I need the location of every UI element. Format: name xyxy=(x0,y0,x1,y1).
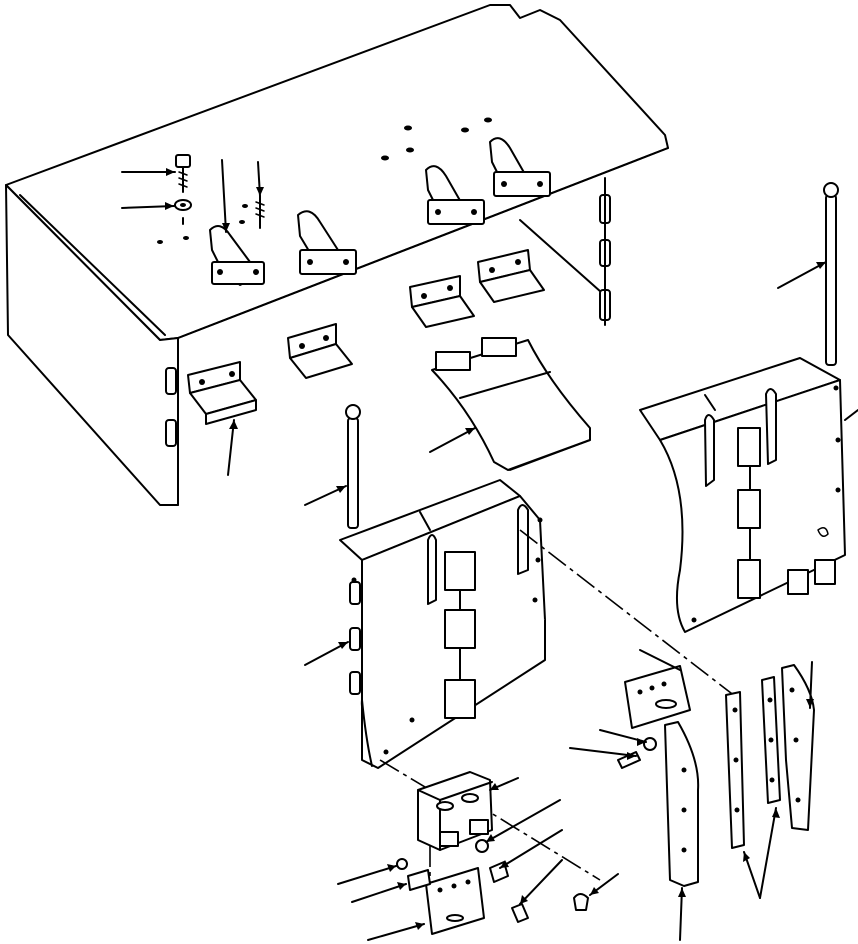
rod-center xyxy=(345,404,361,529)
hood-holes xyxy=(157,117,492,244)
latch-4 xyxy=(489,137,551,197)
catch-bracket-1 xyxy=(187,361,257,425)
leader-lines-top xyxy=(121,159,264,233)
catch-bracket-4 xyxy=(477,249,545,303)
strip-4 xyxy=(781,664,815,831)
strip-2 xyxy=(725,691,745,849)
leader-lines-mid xyxy=(227,261,827,666)
rod-right xyxy=(823,182,839,366)
hood-cover xyxy=(5,4,669,506)
door-panel-left xyxy=(339,479,546,769)
catch-bracket-3 xyxy=(409,275,475,328)
latch-3 xyxy=(425,165,485,225)
door-panel-right xyxy=(639,357,858,633)
catch-bracket-2 xyxy=(287,323,353,379)
strip-1 xyxy=(664,721,700,887)
bottom-fasteners xyxy=(475,737,657,923)
lower-bracket xyxy=(417,771,493,851)
latch-1 xyxy=(209,225,265,286)
hood-hinges xyxy=(165,177,611,447)
bolt-washer-group xyxy=(174,154,265,229)
latch-2 xyxy=(297,210,357,275)
strip-3 xyxy=(761,676,781,804)
mounting-plate xyxy=(624,649,691,729)
leader-lines-bottom xyxy=(337,661,814,941)
curved-hinge-plate xyxy=(431,337,591,471)
bottom-plate xyxy=(396,858,485,935)
